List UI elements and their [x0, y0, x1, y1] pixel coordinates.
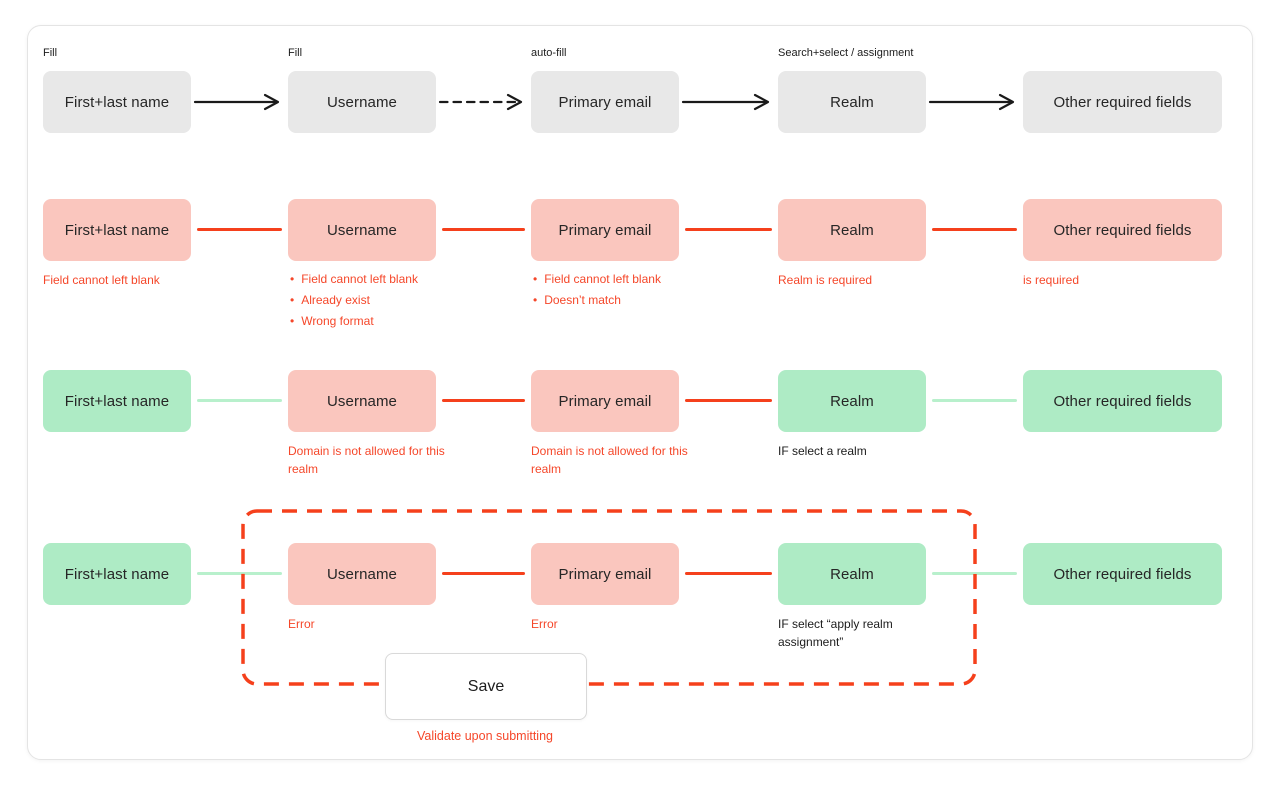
diagram-card: Fill Fill auto-fill Search+select / assi…	[27, 25, 1253, 760]
save-button[interactable]: Save	[385, 653, 587, 720]
node-initial-username: Username	[288, 71, 436, 133]
connector-valid	[932, 399, 1017, 402]
validation-group-outline	[241, 509, 977, 686]
node-error-username: Username	[288, 199, 436, 261]
node-initial-primary-email: Primary email	[531, 71, 679, 133]
node-label: Username	[327, 221, 397, 239]
error-list-item: • Already exist	[290, 290, 418, 311]
node-label: Primary email	[558, 93, 652, 111]
node-label: First+last name	[64, 392, 170, 410]
node-submit-first-last-name: First+last name	[43, 543, 191, 605]
validate-on-submit-note: Validate upon submitting	[417, 729, 553, 743]
connector-valid	[197, 572, 282, 575]
node-error-primary-email: Primary email	[531, 199, 679, 261]
node-label: Primary email	[558, 221, 652, 239]
node-label: Username	[327, 392, 397, 410]
solid-arrow-icon	[928, 93, 1015, 111]
step-label-fill-username: Fill	[288, 47, 303, 59]
solid-arrow-icon	[681, 93, 770, 111]
node-label: Primary email	[558, 392, 652, 410]
node-submit-username: Username	[288, 543, 436, 605]
node-label: Username	[327, 565, 397, 583]
dashed-arrow-icon	[438, 93, 523, 111]
error-note-email-submit: Error	[531, 617, 558, 631]
node-label: Realm	[830, 392, 874, 410]
connector-error	[685, 228, 772, 231]
error-text: Doesn’t match	[544, 293, 621, 307]
error-text: Field cannot left blank	[544, 272, 661, 286]
node-label: Other required fields	[1053, 392, 1192, 410]
info-note-select-realm: IF select a realm	[778, 444, 867, 458]
step-label-fill-name: Fill	[43, 47, 58, 59]
error-note-username-submit: Error	[288, 617, 315, 631]
node-domain-other-fields: Other required fields	[1023, 370, 1222, 432]
connector-error	[442, 228, 525, 231]
bullet-icon: •	[290, 314, 295, 328]
error-note-realm: Realm is required	[778, 273, 873, 287]
solid-arrow-icon	[193, 93, 280, 111]
node-initial-other-fields: Other required fields	[1023, 71, 1222, 133]
node-label: Other required fields	[1053, 93, 1192, 111]
connector-error	[685, 572, 772, 575]
connector-error	[932, 228, 1017, 231]
error-note-first-last-name: Field cannot left blank	[43, 273, 160, 287]
error-list-username: •Field cannot left blank •Already exist …	[290, 269, 418, 332]
node-error-first-last-name: First+last name	[43, 199, 191, 261]
error-list-primary-email: • Field cannot left blank • Doesn’t match	[533, 269, 661, 311]
node-domain-primary-email: Primary email	[531, 370, 679, 432]
node-domain-username: Username	[288, 370, 436, 432]
connector-error	[442, 399, 525, 402]
node-initial-first-last-name: First+last name	[43, 71, 191, 133]
step-label-autofill-email: auto-fill	[531, 47, 567, 59]
bullet-icon: •	[533, 272, 538, 286]
error-list-item: • Field cannot left blank	[533, 269, 661, 290]
node-label: Other required fields	[1053, 221, 1192, 239]
node-domain-first-last-name: First+last name	[43, 370, 191, 432]
bullet-icon: •	[533, 293, 538, 307]
connector-valid	[932, 572, 1017, 575]
error-note-other-fields: is required	[1023, 273, 1080, 287]
node-submit-other-fields: Other required fields	[1023, 543, 1222, 605]
node-label: First+last name	[64, 221, 170, 239]
connector-error	[197, 228, 282, 231]
node-label: Realm	[830, 565, 874, 583]
node-label: First+last name	[64, 565, 170, 583]
node-initial-realm: Realm	[778, 71, 926, 133]
node-label: Other required fields	[1053, 565, 1192, 583]
error-note-email-domain: Domain is not allowed for this realm	[531, 444, 688, 476]
error-list-item: • Field cannot left blank	[290, 269, 418, 290]
node-submit-primary-email: Primary email	[531, 543, 679, 605]
connector-valid	[197, 399, 282, 402]
error-text: Already exist	[301, 293, 370, 307]
error-note-username-domain: Domain is not allowed for this realm	[288, 444, 445, 476]
connector-error	[442, 572, 525, 575]
node-submit-realm: Realm	[778, 543, 926, 605]
node-label: Realm	[830, 221, 874, 239]
error-text: Wrong format	[301, 314, 374, 328]
node-domain-realm: Realm	[778, 370, 926, 432]
connector-error	[685, 399, 772, 402]
node-label: First+last name	[64, 93, 170, 111]
node-label: Realm	[830, 93, 874, 111]
node-error-other-fields: Other required fields	[1023, 199, 1222, 261]
error-list-item: • Wrong format	[290, 311, 418, 332]
error-list-item: • Doesn’t match	[533, 290, 661, 311]
error-text: Field cannot left blank	[301, 272, 418, 286]
info-note-apply-realm-assignment: IF select “apply realm assignment”	[778, 617, 893, 649]
node-error-realm: Realm	[778, 199, 926, 261]
node-label: Primary email	[558, 565, 652, 583]
node-label: Username	[327, 93, 397, 111]
step-label-realm-assignment: Search+select / assignment	[778, 47, 914, 59]
bullet-icon: •	[290, 272, 295, 286]
bullet-icon: •	[290, 293, 295, 307]
